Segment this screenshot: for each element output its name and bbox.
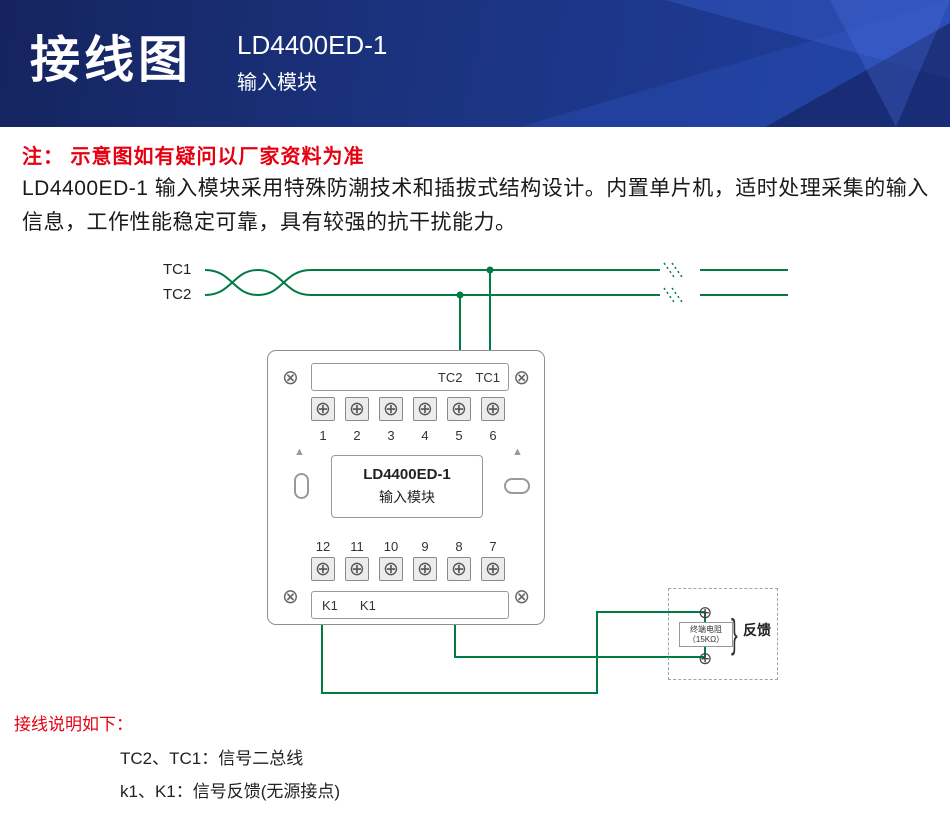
wiring-note-feedback: k1、K1：信号反馈(无源接点)	[120, 782, 341, 801]
feedback-brace: }	[731, 613, 738, 657]
terminal-number: 3	[387, 428, 395, 443]
terminal-screw-icon: ⊕	[447, 397, 471, 421]
terminal-screw-icon: ⊕	[379, 397, 403, 421]
module-type-text: 输入模块	[379, 489, 435, 505]
wiring-note-bus: TC2、TC1：信号二总线	[120, 749, 304, 768]
bottom-terminal-row: ⊕ ⊕ ⊕ ⊕ ⊕ ⊕	[311, 557, 505, 581]
resistor-label-line2: （15KΩ）	[687, 634, 725, 644]
terminal-number: 12	[315, 539, 331, 554]
top-terminal-strip: TC2 TC1	[311, 363, 509, 391]
mounting-slot-left	[294, 473, 309, 499]
terminal-number: 9	[421, 539, 429, 554]
terminal-number: 10	[383, 539, 399, 554]
strip-label-tc2: TC2	[437, 369, 463, 385]
terminal-screw-icon: ⊕	[379, 557, 403, 581]
feedback-terminal-icon: ⊕	[698, 603, 713, 622]
bus-wire-tc1	[204, 269, 660, 297]
direction-triangle-icon: ▲	[294, 446, 305, 458]
corner-screw-icon: ⊗	[282, 586, 299, 608]
terminal-screw-icon: ⊕	[311, 397, 335, 421]
terminal-number: 2	[353, 428, 361, 443]
corner-screw-icon: ⊗	[282, 367, 299, 389]
input-module-body: ⊗ ⊗ ⊗ ⊗ TC2 TC1 ⊕ ⊕ ⊕ ⊕ ⊕ ⊕ 1 2 3 4 5 6 …	[267, 350, 545, 625]
terminal-screw-icon: ⊕	[481, 397, 505, 421]
strip-label-k1-right: K1	[359, 597, 376, 613]
page-title: 接线图	[30, 32, 192, 88]
feedback-label: 反馈	[743, 622, 771, 638]
feedback-terminal-icon: ⊕	[698, 649, 713, 668]
bottom-terminal-strip: K1 K1	[311, 591, 509, 619]
top-terminal-numbers: 1 2 3 4 5 6	[311, 428, 505, 443]
terminal-number: 7	[489, 539, 497, 554]
corner-screw-icon: ⊗	[513, 586, 530, 608]
disclaimer-note: 注： 示意图如有疑问以厂家资料为准	[22, 146, 365, 168]
bus-label-tc2: TC2	[163, 286, 192, 303]
corner-screw-icon: ⊗	[513, 367, 530, 389]
wiring-lines	[204, 262, 788, 694]
break-mark-tc1	[663, 262, 683, 278]
terminal-screw-icon: ⊕	[447, 557, 471, 581]
junction-dot-tc1	[486, 266, 494, 274]
header-banner: 接线图 LD4400ED-1 输入模块	[0, 0, 950, 127]
terminating-resistor: 终端电阻 （15KΩ）	[679, 622, 733, 647]
module-model-text: LD4400ED-1	[363, 466, 451, 483]
strip-label-k1-left: K1	[322, 597, 338, 613]
direction-triangle-icon: ▲	[512, 446, 523, 458]
terminal-screw-icon: ⊕	[311, 557, 335, 581]
terminal-screw-icon: ⊕	[413, 557, 437, 581]
break-mark-tc2	[663, 287, 683, 303]
feedback-terminator-box: ⊕ 终端电阻 （15KΩ） ⊕ } 反馈	[668, 588, 778, 680]
mounting-slot-right	[504, 478, 530, 494]
feedback-wire-upper	[321, 611, 705, 694]
terminal-screw-icon: ⊕	[481, 557, 505, 581]
terminal-number: 1	[319, 428, 327, 443]
model-number: LD4400ED-1	[237, 30, 388, 60]
wiring-notes-heading: 接线说明如下：	[14, 715, 133, 734]
feedback-wire-lower	[454, 623, 705, 658]
strip-label-tc1: TC1	[475, 369, 500, 385]
terminal-number: 5	[455, 428, 463, 443]
module-nameplate: LD4400ED-1 输入模块	[331, 455, 483, 518]
top-terminal-row: ⊕ ⊕ ⊕ ⊕ ⊕ ⊕	[311, 397, 505, 421]
terminal-number: 11	[350, 539, 364, 554]
terminal-number: 8	[455, 539, 463, 554]
junction-dot-tc2	[456, 291, 464, 299]
product-description: LD4400ED-1 输入模块采用特殊防潮技术和插拔式结构设计。内置单片机，适时…	[22, 177, 929, 234]
terminal-number: 6	[489, 428, 497, 443]
bus-label-tc1: TC1	[163, 261, 192, 278]
bus-wire-tc2	[204, 268, 660, 296]
module-name: 输入模块	[237, 72, 317, 94]
terminal-number: 4	[421, 428, 429, 443]
terminal-screw-icon: ⊕	[413, 397, 437, 421]
resistor-label-line1: 终端电阻	[690, 625, 722, 635]
terminal-screw-icon: ⊕	[345, 397, 369, 421]
terminal-screw-icon: ⊕	[345, 557, 369, 581]
bottom-terminal-numbers: 12 11 10 9 8 7	[311, 539, 505, 554]
